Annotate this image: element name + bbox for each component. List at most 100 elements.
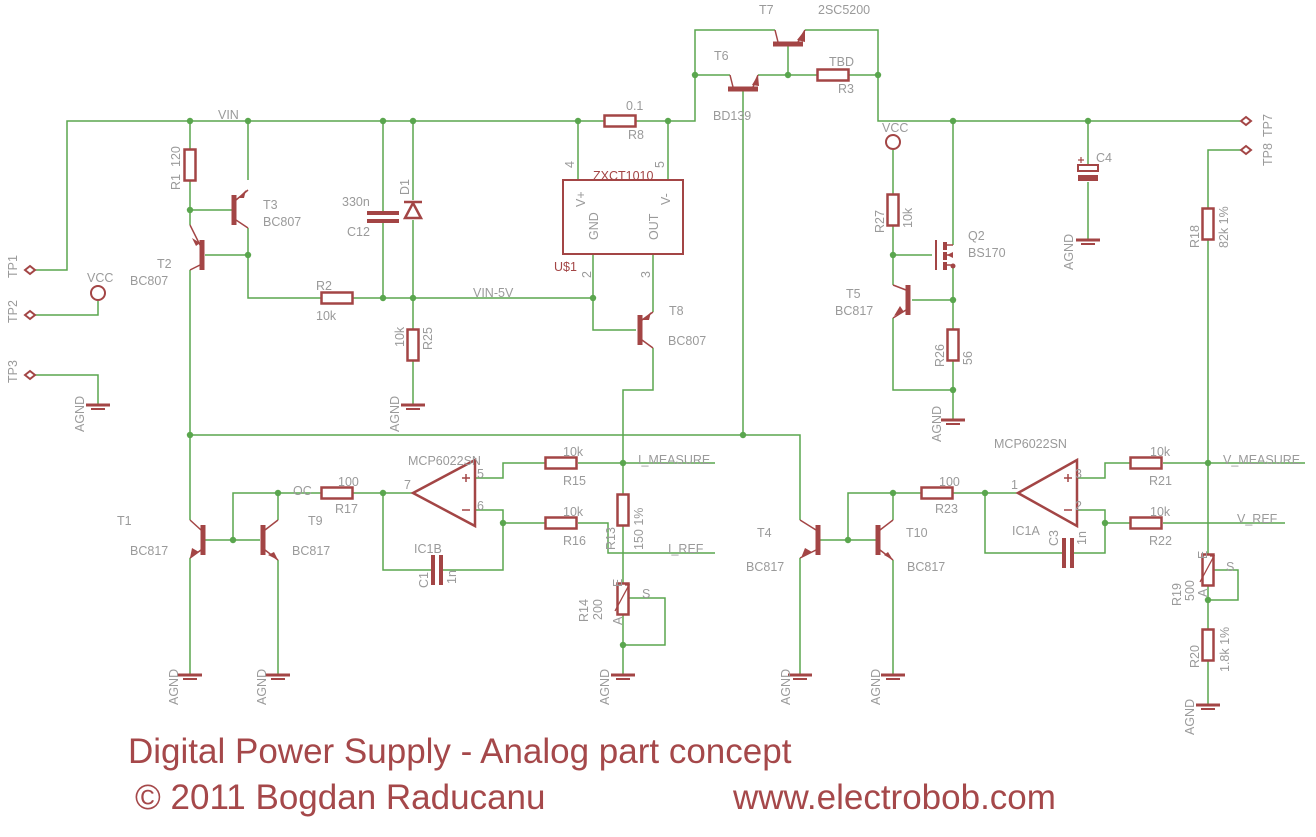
ic1b-name: IC1B [414, 542, 442, 556]
r19-resistor [1201, 553, 1215, 587]
t8-name: T8 [669, 304, 684, 318]
vcc-supply-icon [885, 134, 901, 150]
junction-dot [409, 294, 417, 302]
r18-resistor [1201, 207, 1215, 241]
junction-dot [244, 251, 252, 259]
junction-dot [229, 536, 237, 544]
r19-name: R19 [1170, 583, 1184, 606]
t7-transistor-lead [774, 29, 779, 43]
d1-name: D1 [398, 179, 412, 195]
t8-transistor-lead [641, 339, 654, 349]
t5-value: BC817 [835, 304, 873, 318]
tp1-label: TP1 [6, 255, 20, 278]
wire [1208, 569, 1239, 601]
vcc-label: VCC [87, 271, 113, 285]
wire [892, 318, 953, 391]
r27-resistor [886, 193, 900, 227]
q2-name: Q2 [968, 229, 985, 243]
zxct1010-ic [562, 179, 684, 255]
r1-value: 120 [169, 146, 183, 167]
agnd-label: AGND [73, 396, 87, 432]
junction-dot [1101, 519, 1109, 527]
website-link[interactable]: www.electrobob.com [732, 778, 1056, 817]
r16-name: R16 [563, 534, 586, 548]
t8-value: BC807 [668, 334, 706, 348]
wire [1077, 462, 1130, 479]
agnd-label: AGND [388, 396, 402, 432]
t2-emitter-arrow-icon [192, 238, 200, 246]
ic1a-pin1: 1 [1011, 478, 1018, 492]
t10-name: T10 [906, 526, 928, 540]
r15-resistor [544, 456, 578, 470]
junction-dot [186, 117, 194, 125]
d1-diode-icon [402, 200, 424, 220]
wire [1077, 509, 1130, 524]
r20-name: R20 [1188, 645, 1202, 668]
t3-name: T3 [263, 198, 278, 212]
r8-resistor [603, 114, 637, 128]
junction-dot [949, 296, 957, 304]
wire [247, 228, 322, 299]
copyright-text: © 2011 Bogdan Raducanu [135, 778, 545, 817]
junction-dot [379, 489, 387, 497]
r15-value: 10k [563, 445, 584, 459]
u1-pin2: 2 [580, 271, 594, 278]
t2-name: T2 [157, 257, 172, 271]
r2-value: 10k [316, 309, 337, 323]
agnd-label: AGND [1062, 234, 1076, 270]
ic1b-pin5: 5 [477, 467, 484, 481]
t3-value: BC807 [263, 215, 301, 229]
u1-pin-gnd: GND [587, 212, 601, 240]
junction-dot [844, 536, 852, 544]
r14-resistor [616, 582, 630, 616]
r19-pin-s: S [1226, 560, 1234, 574]
r25-value: 10k [393, 326, 407, 347]
junction-dot [1204, 459, 1212, 467]
wire [30, 120, 605, 271]
tp2-label: TP2 [6, 300, 20, 323]
t2-transistor-lead [189, 264, 201, 271]
r19-pin-a: A [1196, 588, 1210, 597]
t9-emitter-arrow-icon [268, 552, 278, 560]
u1-pin4: 4 [563, 161, 577, 168]
r15-name: R15 [563, 474, 586, 488]
agnd-label: AGND [779, 669, 793, 705]
t6-value: BD139 [713, 109, 751, 123]
c12-name: C12 [347, 225, 370, 239]
c1-name: C1 [417, 572, 431, 588]
junction-dot [889, 489, 897, 497]
vin-label: VIN [218, 108, 239, 122]
t5-name: T5 [846, 287, 861, 301]
t10-transistor-lead [879, 519, 894, 531]
tp3-label: TP3 [6, 360, 20, 383]
t9-transistor-lead [264, 519, 279, 531]
v-measure-label: V_MEASURE [1223, 453, 1300, 467]
r18-name: R18 [1188, 225, 1202, 248]
r17-value: 100 [338, 475, 359, 489]
testpoint-icon [23, 309, 37, 321]
r8-name: R8 [628, 128, 644, 142]
junction-dot [619, 459, 627, 467]
t1-value: BC817 [130, 544, 168, 558]
t1-name: T1 [117, 514, 132, 528]
junction-dot [889, 251, 897, 259]
r25-name: R25 [421, 327, 435, 350]
junction-dot [379, 117, 387, 125]
r13-resistor [616, 493, 630, 527]
r26-value: 56 [961, 351, 975, 365]
t8-emitter-arrow-icon [643, 312, 651, 320]
t4-emitter-arrow-icon [801, 548, 812, 558]
r19-trim-arrow-icon [1199, 555, 1216, 583]
r17-resistor [320, 486, 354, 500]
agnd-label: AGND [1183, 699, 1197, 735]
c4-positive-plate [1077, 164, 1099, 172]
r2-resistor [320, 291, 354, 305]
r27-value: 10k [901, 207, 915, 228]
wire [190, 434, 801, 520]
junction-dot [186, 431, 194, 439]
t2-transistor-lead [189, 224, 201, 246]
r23-name: R23 [935, 502, 958, 516]
r23-value: 100 [939, 475, 960, 489]
testpoint-icon [1239, 115, 1253, 127]
